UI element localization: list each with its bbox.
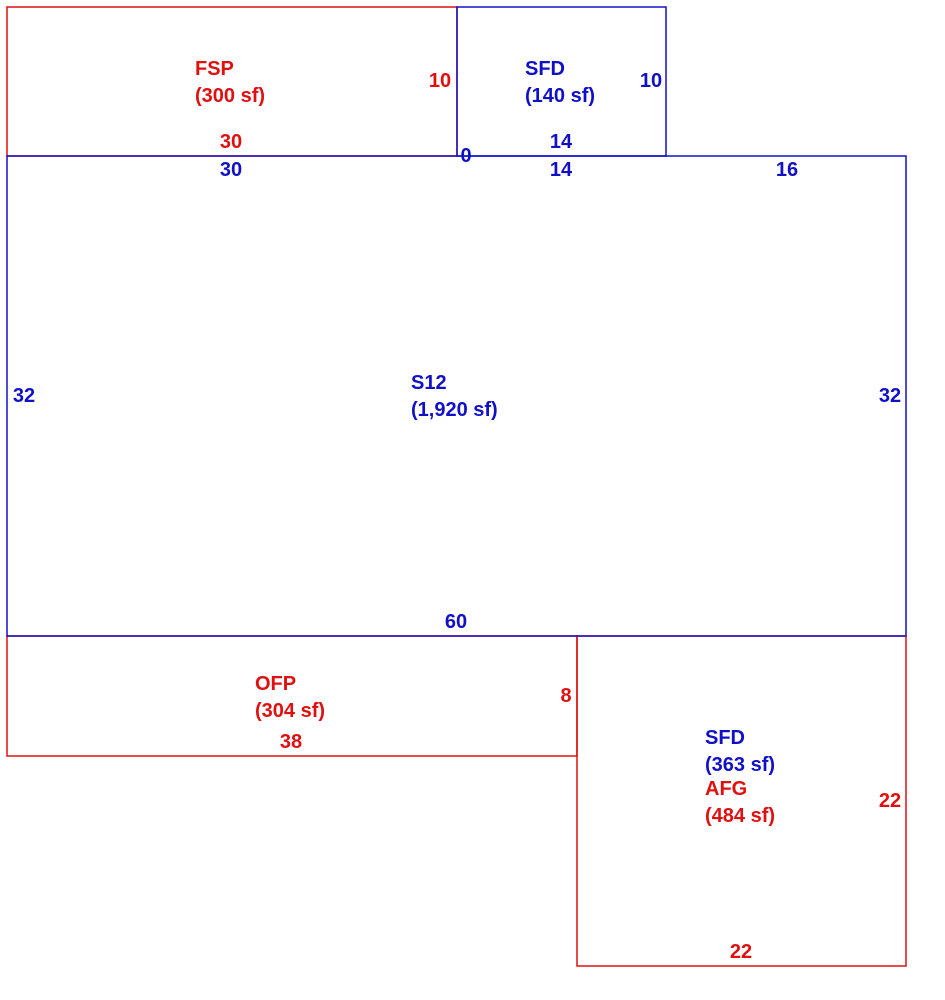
main-dim-top-a: 30 [220,159,242,181]
fsp-dim-right: 10 [429,70,451,92]
fsp-area-label: (300 sf) [195,85,265,107]
main-area-label: (1,920 sf) [411,399,498,421]
main-dim-zero: 0 [460,145,471,167]
ofp-code-label: OFP [255,673,296,695]
ofp-dim-bottom: 38 [280,731,302,753]
main-dim-top-c: 16 [776,159,798,181]
garage-dim-right: 22 [879,790,901,812]
garage-afg-code-label: AFG [705,778,747,800]
sfd-top-code-label: SFD [525,58,565,80]
sfd-top-area-label: (140 sf) [525,85,595,107]
garage-sfd-area-label: (363 sf) [705,754,775,776]
main-dim-bottom: 60 [445,611,467,633]
fsp-code-label: FSP [195,58,234,80]
main-code-label: S12 [411,372,447,394]
main-area-outline [6,155,907,637]
sfd-top-dim-bottom: 14 [550,131,573,153]
ofp-dim-right: 8 [560,685,571,707]
sfd-top-dim-right: 10 [640,70,662,92]
main-dim-left: 32 [13,385,35,407]
main-dim-right: 32 [879,385,901,407]
fsp-dim-bottom: 30 [220,131,242,153]
afg-area-outline [576,635,907,967]
garage-dim-bottom: 22 [730,941,752,963]
main-dim-top-b: 14 [550,159,573,181]
garage-sfd-code-label: SFD [705,727,745,749]
ofp-area-label: (304 sf) [255,700,325,722]
garage-afg-area-label: (484 sf) [705,805,775,827]
